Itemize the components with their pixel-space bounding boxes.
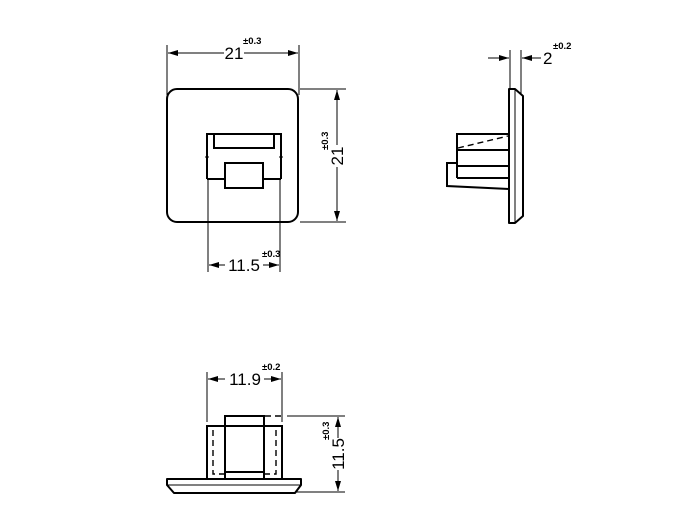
front-width-dimension: 21 ±0.3	[166, 36, 300, 95]
side-thickness-dimension: 2 ±0.2	[488, 41, 571, 94]
bottom-plate	[166, 478, 302, 494]
side-body	[446, 133, 510, 190]
front-upper-slot	[213, 133, 275, 149]
bottom-view: 11.9 ±0.2 11.5 ±0.3	[166, 362, 348, 494]
front-insert-width-tolerance: ±0.3	[262, 249, 280, 260]
front-plate-outline	[166, 88, 299, 223]
front-view: 21 ±0.3 21 ±0.3 11.5 ±0.3	[166, 36, 347, 275]
side-view: 2 ±0.2	[446, 41, 571, 224]
bottom-width-dimension: 11.9 ±0.2	[206, 362, 283, 422]
front-height-tolerance: ±0.3	[320, 132, 331, 150]
side-plate	[508, 88, 524, 224]
front-height-dimension: 21 ±0.3	[300, 88, 347, 223]
bottom-width-value: 11.9	[229, 370, 261, 389]
front-width-value: 21	[225, 44, 244, 63]
side-thickness-tolerance: ±0.2	[553, 41, 571, 52]
front-insert-width-value: 11.5	[228, 256, 260, 275]
bottom-depth-value: 11.5	[329, 438, 348, 470]
front-width-tolerance: ±0.3	[243, 36, 261, 47]
front-insert-width-dimension: 11.5 ±0.3	[207, 180, 281, 275]
side-thickness-value: 2	[543, 49, 552, 68]
front-latch	[224, 162, 264, 189]
bottom-width-tolerance: ±0.2	[262, 362, 280, 373]
bottom-depth-tolerance: ±0.3	[321, 422, 332, 440]
front-height-value: 21	[328, 147, 347, 166]
bottom-depth-dimension: 11.5 ±0.3	[265, 415, 348, 493]
bottom-latch	[224, 415, 265, 480]
